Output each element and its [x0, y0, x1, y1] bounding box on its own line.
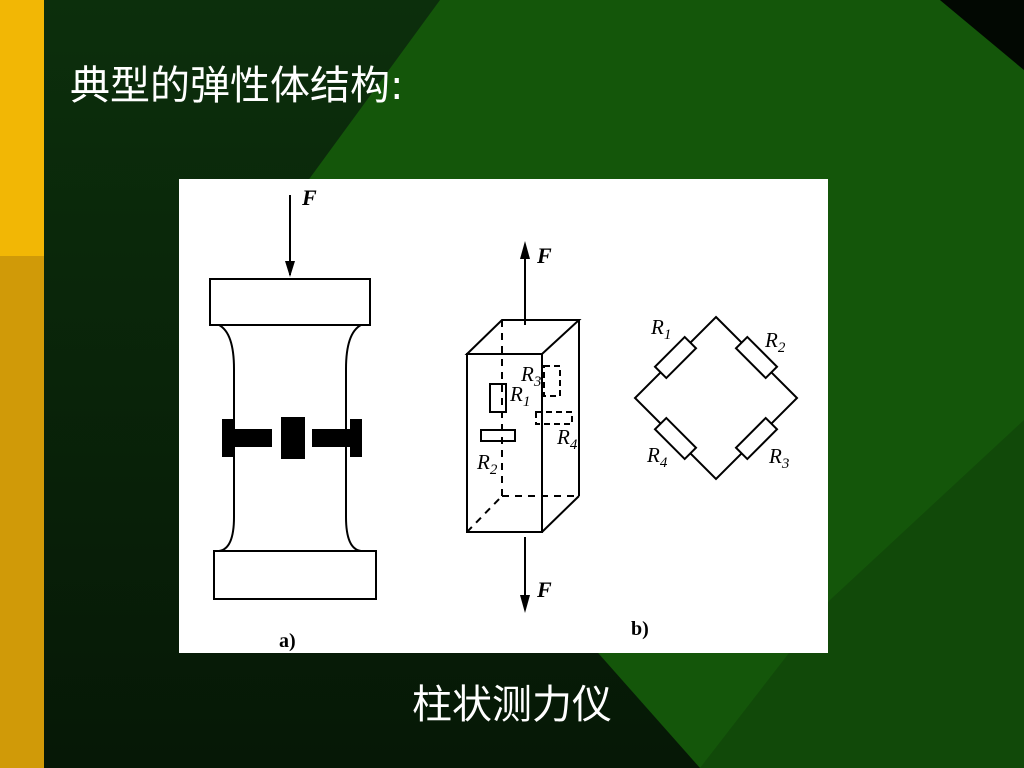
part-b-top-force-arrowhead	[520, 241, 530, 259]
bridge-r3-label: R3	[768, 444, 789, 472]
part-b-sub-label: b)	[631, 618, 649, 640]
part-a-bottom-flange	[213, 550, 377, 600]
dark-triangle-top-right	[940, 0, 1024, 70]
bridge-resistor-r2	[734, 335, 779, 380]
bridge-resistor-r1	[653, 335, 698, 380]
bridge-resistor-r3	[734, 416, 779, 461]
part-a-gauge-left	[234, 429, 272, 447]
part-b-bottom-force-arrowhead	[520, 595, 530, 613]
dark-shadow-shape	[700, 420, 1024, 768]
part-b-gauge-r3	[543, 365, 561, 397]
part-b-gauge-r3-label: R3	[520, 362, 541, 390]
part-b-gauge-r4	[535, 411, 573, 425]
part-a-gauge-right	[312, 429, 350, 447]
part-a-top-flange	[209, 278, 371, 326]
figure-panel: F a) F F b) R3 R1 R4 R2 R1	[179, 179, 828, 653]
part-b-gauge-r2	[480, 429, 516, 442]
part-b-gauge-r4-label: R4	[556, 425, 578, 453]
part-b-gauge-r1-label: R1	[509, 382, 530, 410]
part-b-force-bottom-label: F	[536, 577, 552, 602]
bridge-r2-label: R2	[764, 328, 786, 356]
slide-title: 典型的弹性体结构:	[70, 63, 404, 109]
part-a-sub-label: a)	[279, 630, 296, 652]
part-a-force-arrowhead	[285, 261, 295, 277]
part-a-force-label: F	[301, 185, 317, 210]
slide-caption: 柱状测力仪	[412, 682, 612, 728]
left-bar-top	[0, 0, 44, 256]
figure-drawing: F a) F F b) R3 R1 R4 R2 R1	[209, 185, 799, 652]
left-bar-bottom	[0, 256, 44, 768]
part-a-gauge-left-outer	[222, 419, 234, 457]
part-b-prism-top-face	[464, 319, 582, 355]
bridge-resistor-r4	[653, 416, 698, 461]
part-b-prism-drawing	[464, 241, 582, 613]
part-b-gauge-r2-label: R2	[476, 450, 498, 478]
bridge-r1-label: R1	[650, 315, 671, 343]
part-a-column-drawing	[209, 195, 377, 600]
part-b-gauge-r1	[489, 383, 507, 413]
bridge-r4-label: R4	[646, 443, 668, 471]
part-a-gauge-right-outer	[350, 419, 362, 457]
part-b-prism-hidden-diagonal	[466, 495, 503, 533]
part-b-prism-bottom-right-edge	[541, 495, 580, 533]
part-a-gauge-center	[281, 417, 305, 459]
part-b-force-top-label: F	[536, 243, 552, 268]
wheatstone-bridge	[633, 315, 799, 481]
